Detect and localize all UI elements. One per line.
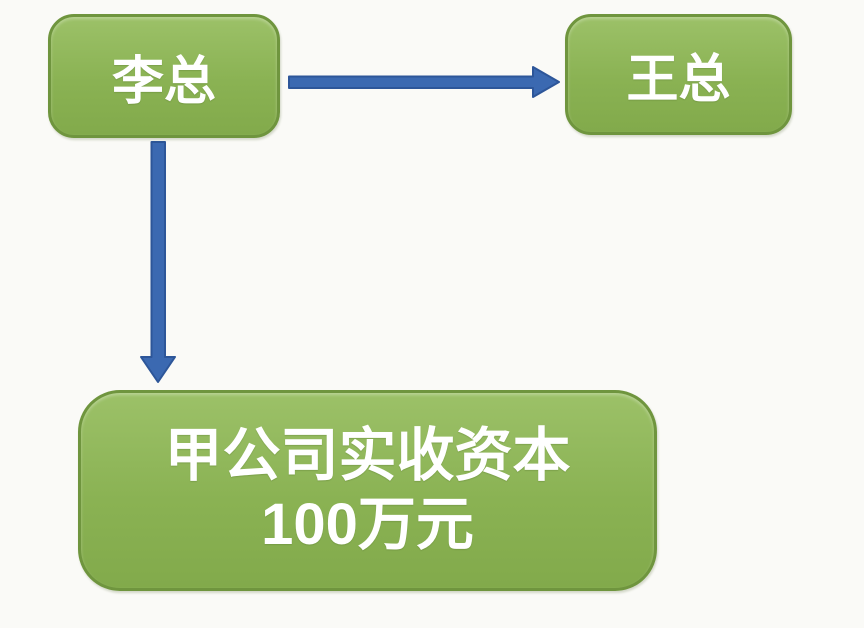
node-company: 甲公司实收资本 100万元 — [78, 390, 657, 591]
node-company-label-line1: 甲公司实收资本 — [164, 423, 571, 489]
node-wang: 王总 — [565, 14, 792, 135]
node-li: 李总 — [48, 14, 280, 138]
arrow-li-to-company — [140, 141, 176, 383]
node-company-label-line2: 100万元 — [261, 491, 474, 557]
node-wang-label: 王总 — [626, 51, 731, 109]
node-li-label: 李总 — [111, 52, 216, 111]
arrow-li-to-wang — [288, 66, 560, 98]
